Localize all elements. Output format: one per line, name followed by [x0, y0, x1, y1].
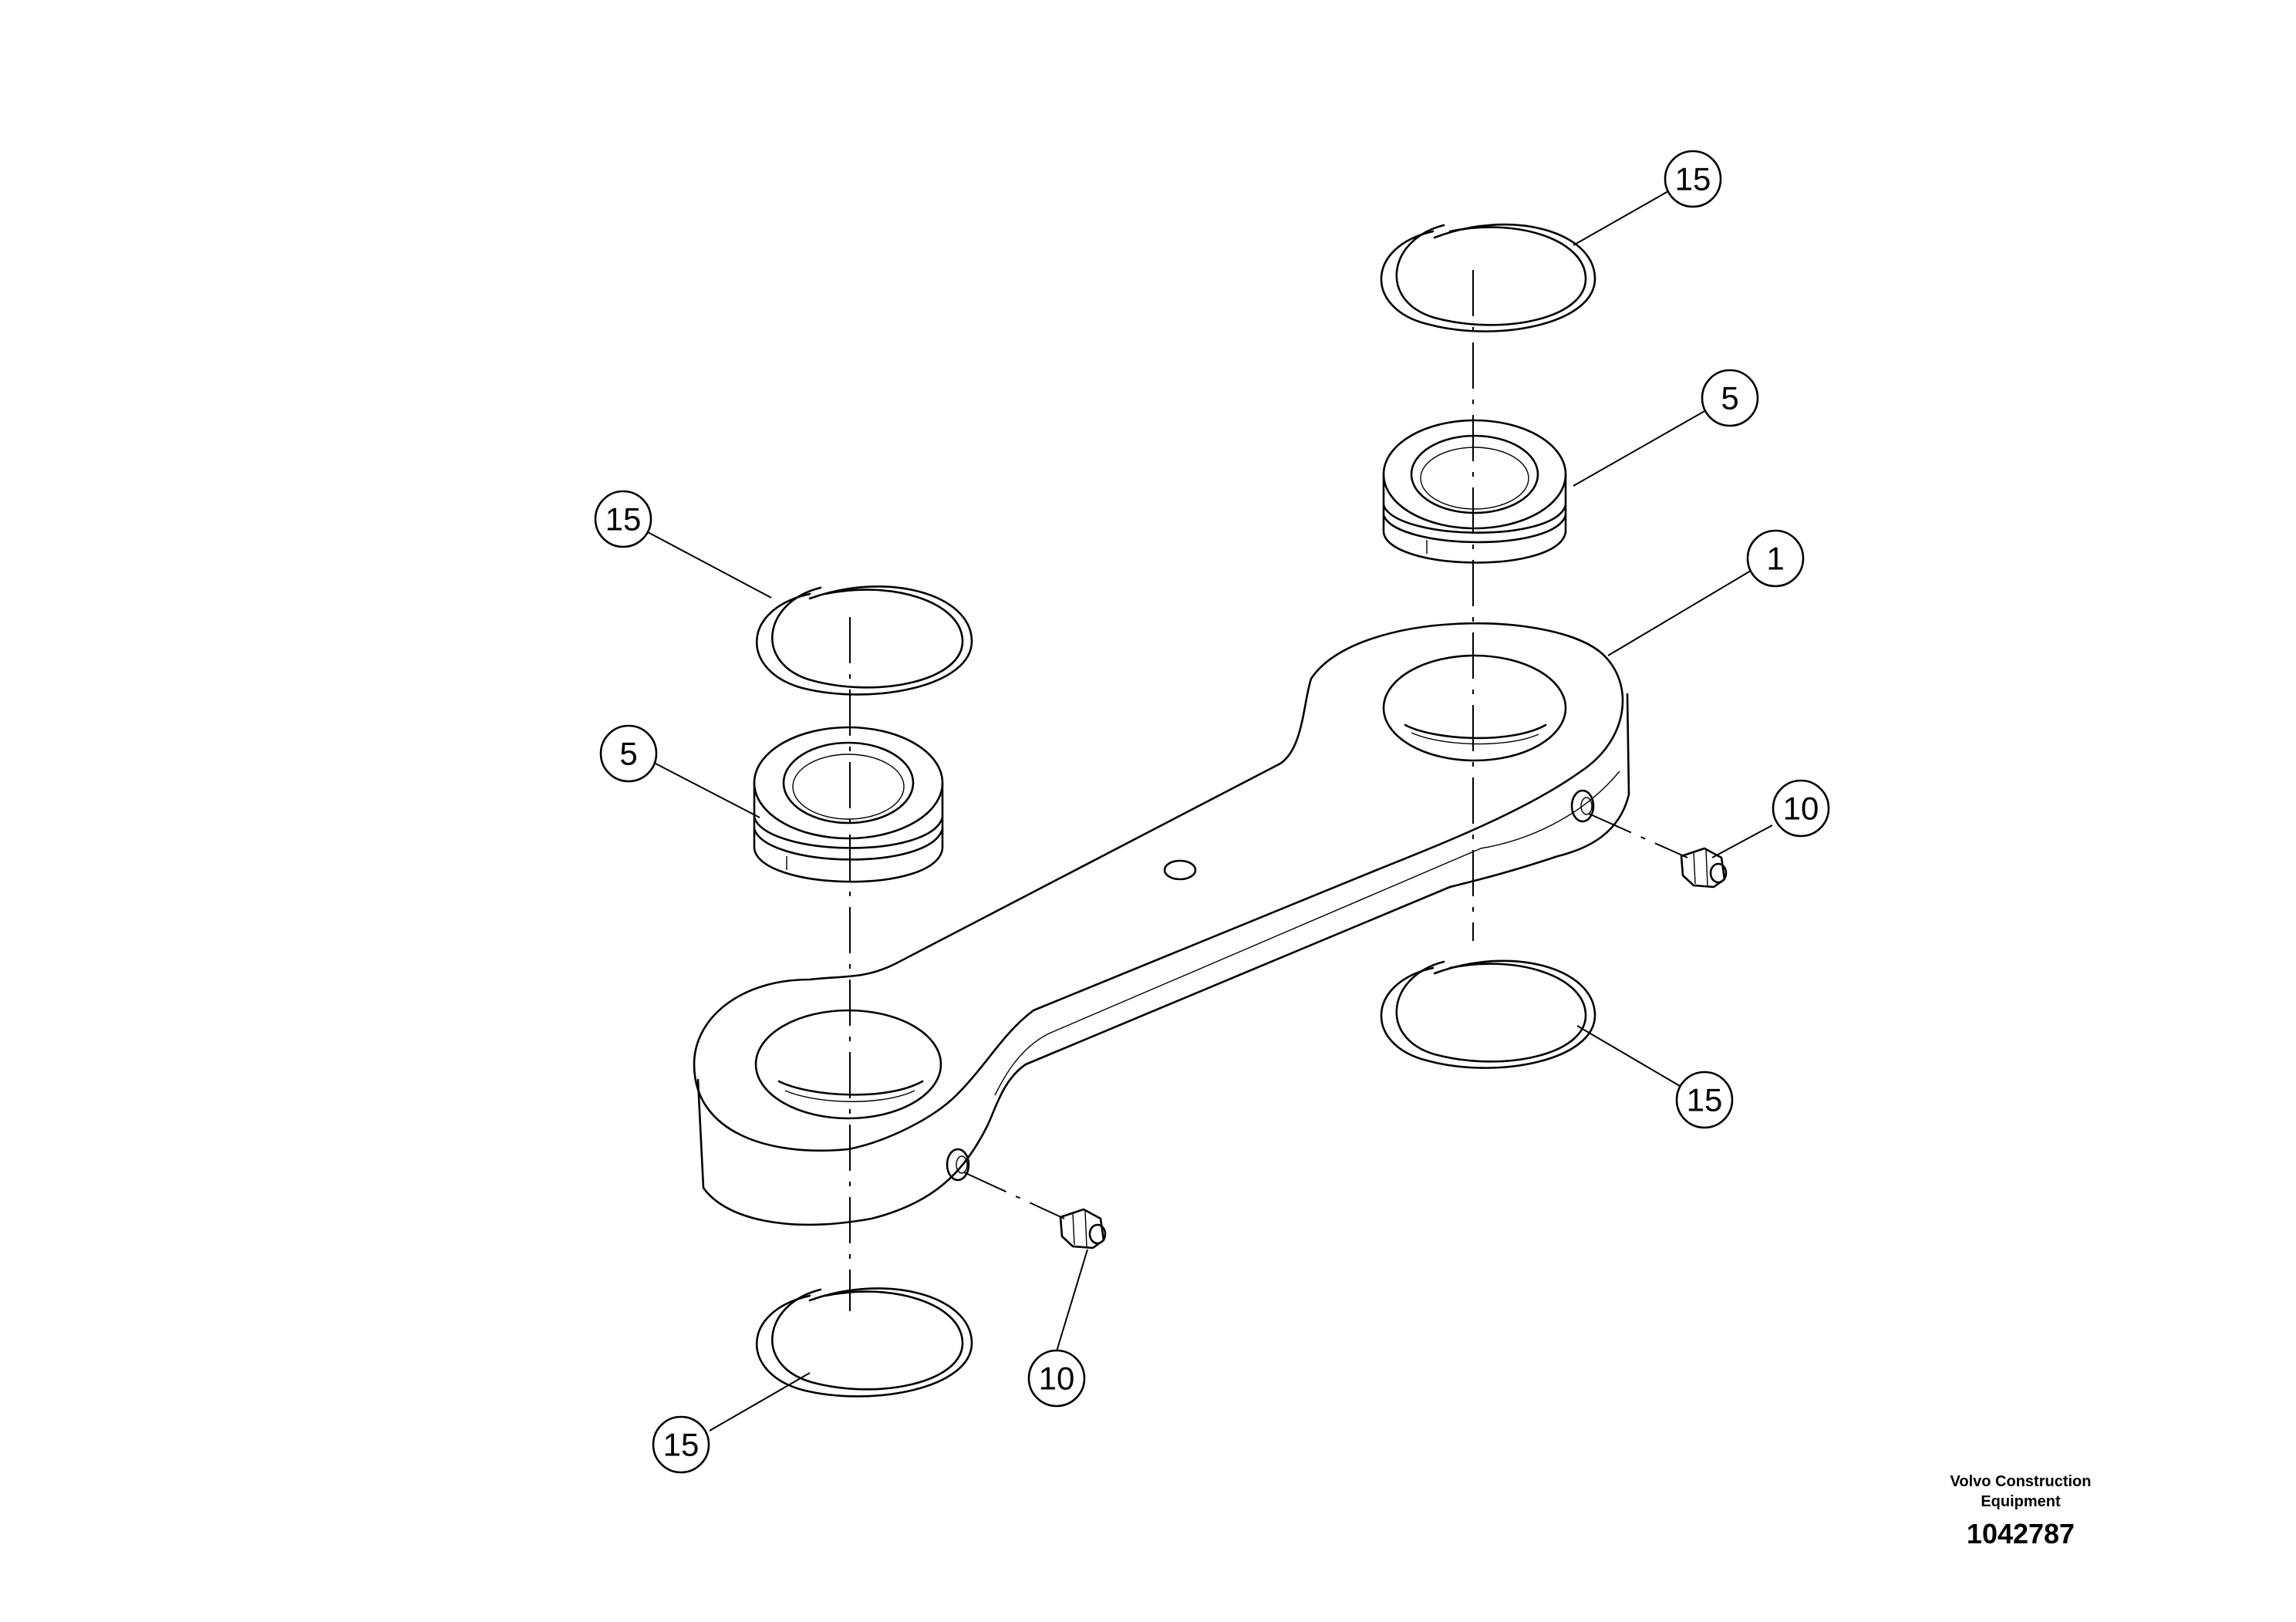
manufacturer-line-1: Volvo Construction: [1950, 1473, 2092, 1490]
manufacturer-line-2: Equipment: [1981, 1493, 2061, 1510]
drawing-number: 1042787: [1966, 1518, 2075, 1549]
callout-label: 15: [1687, 1082, 1723, 1118]
circlip-top-right: [1380, 223, 1596, 332]
grease-nipple-left: [1059, 1208, 1107, 1249]
link-arm: [693, 622, 1630, 1226]
callout-label: 5: [619, 736, 637, 772]
callout-label: 15: [1675, 161, 1711, 197]
center-axes: [849, 270, 1688, 1311]
callout-15-lower-right: 15: [1675, 1071, 1734, 1129]
callout-label: 15: [605, 501, 642, 538]
circlip-upper-left: [755, 585, 973, 696]
callout-10-right: 10: [1772, 779, 1830, 838]
callout-label: 1: [1766, 541, 1784, 577]
bearing-left: [753, 726, 944, 883]
callout-label: 15: [663, 1427, 700, 1463]
callout-1: 1: [1746, 529, 1805, 588]
callout-15-bottom-left: 15: [652, 1415, 710, 1474]
callout-label: 5: [1721, 380, 1738, 416]
bearing-right: [1382, 419, 1567, 564]
manufacturer-label: Volvo Construction Equipment: [1882, 1472, 2159, 1512]
callout-label: 10: [1039, 1361, 1075, 1397]
callout-5-left: 5: [599, 724, 658, 783]
callout-15-top-right: 15: [1664, 150, 1722, 208]
leader-lines: [647, 191, 1773, 1431]
callout-15-left: 15: [594, 490, 652, 548]
circlip-lower-right: [1380, 959, 1596, 1069]
callout-label: 10: [1783, 791, 1819, 827]
callout-10-bottom: 10: [1027, 1349, 1086, 1408]
callout-5-right: 5: [1701, 369, 1759, 427]
circlip-bottom-left: [755, 1287, 973, 1398]
grease-nipple-right: [1680, 847, 1728, 889]
